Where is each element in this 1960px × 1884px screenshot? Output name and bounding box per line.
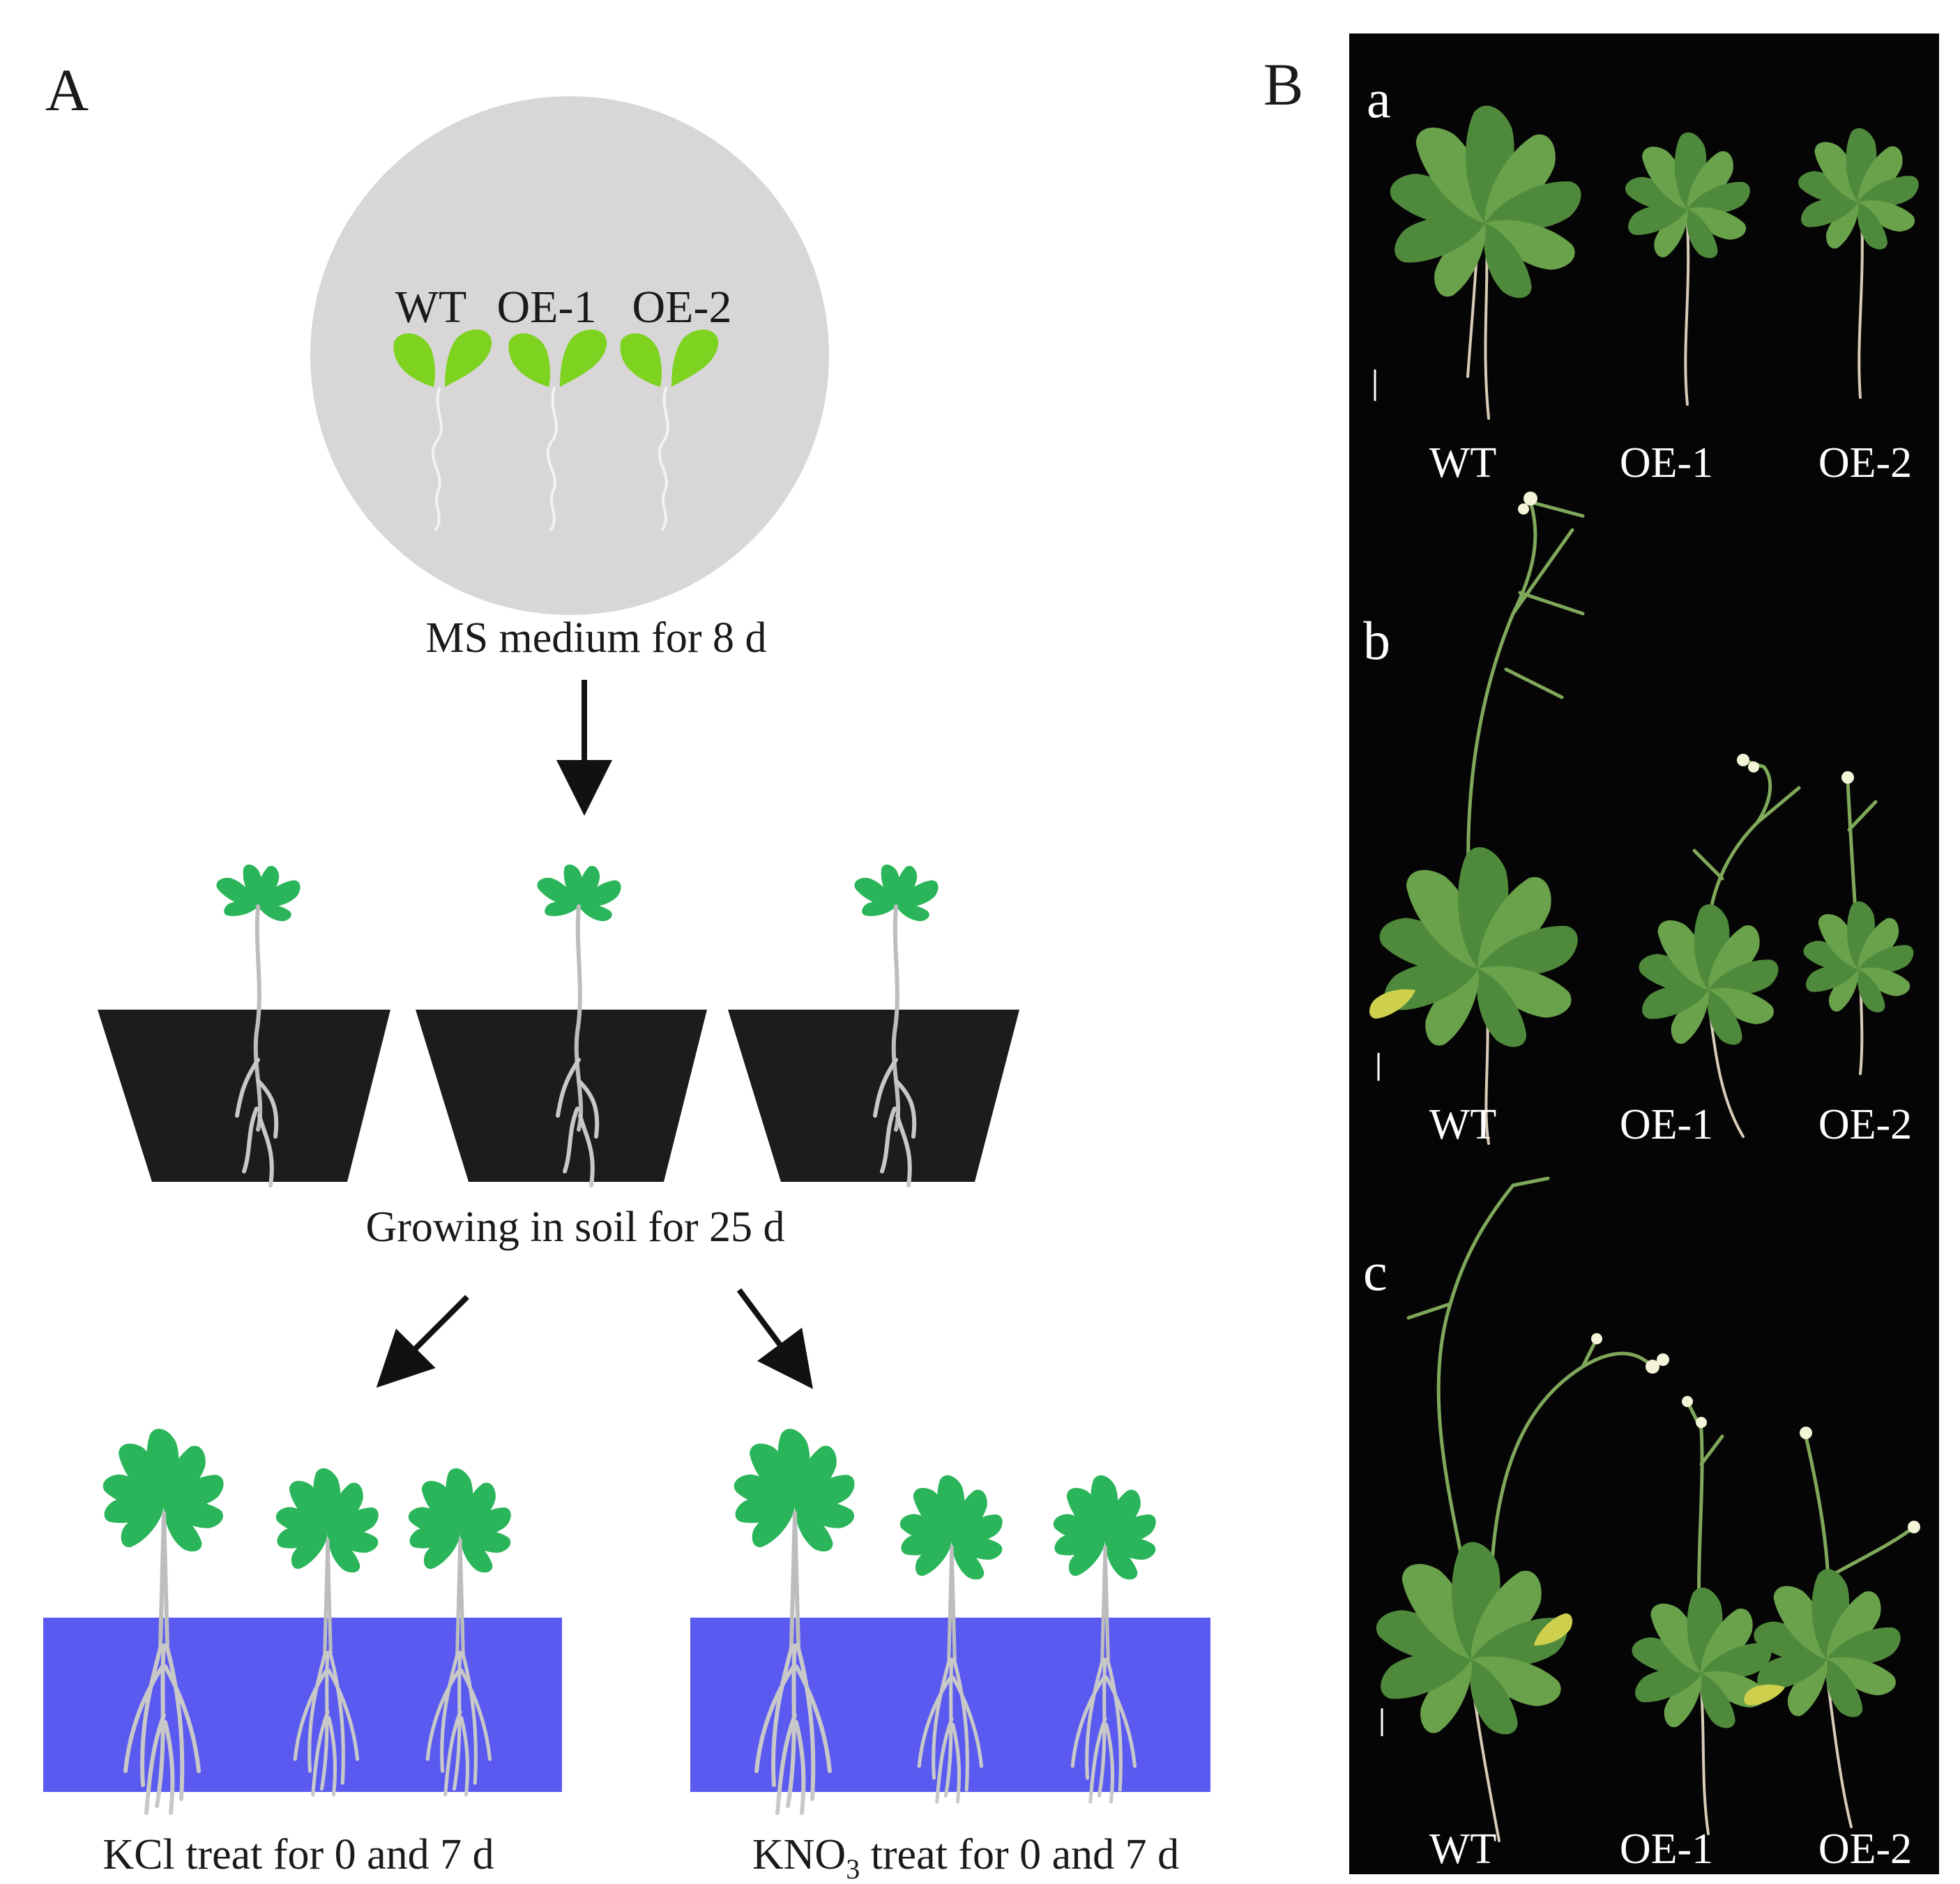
- photo-plant-b-wt: [1364, 492, 1586, 1145]
- subpanel-a-genotype-wt: WT: [1429, 439, 1496, 487]
- arrow-right-icon: [736, 1288, 813, 1390]
- kno3-caption: KNO3 treat for 0 and 7 d: [752, 1831, 1179, 1884]
- pot-3: [728, 1010, 1019, 1182]
- plate-genotype-oe2: OE-2: [632, 282, 732, 333]
- plate-genotype-oe1: OE-1: [497, 282, 597, 333]
- panel-b-label: B: [1263, 51, 1303, 118]
- photo-subpanel-c: c WT: [1363, 1176, 1920, 1873]
- kno3-treatment: [690, 1427, 1210, 1813]
- kcl-caption: KCl treat for 0 and 7 d: [102, 1831, 494, 1878]
- subpanel-c-label: c: [1363, 1241, 1388, 1302]
- photo-plant-c-oe1: [1628, 1396, 1777, 1835]
- kcl-treatment: [43, 1427, 562, 1813]
- pot-1: [98, 1010, 390, 1182]
- subpanel-c-genotype-oe2: OE-2: [1818, 1825, 1912, 1873]
- subpanel-b-label: b: [1363, 610, 1390, 671]
- photo-plant-a-wt: [1385, 106, 1588, 420]
- kcl-solution: [43, 1618, 562, 1792]
- plate-genotype-wt: WT: [395, 282, 467, 333]
- photo-plant-a-oe1: [1622, 132, 1755, 406]
- kno3-caption-subscript: 3: [846, 1853, 860, 1884]
- petri-plate: WT OE-1 OE-2: [310, 96, 829, 615]
- subpanel-a-genotype-oe2: OE-2: [1818, 439, 1912, 487]
- photo-plant-b-oe1: [1635, 754, 1801, 1138]
- subpanel-a-genotype-oe1: OE-1: [1620, 439, 1713, 487]
- photo-plant-c-wt: [1371, 1176, 1669, 1842]
- soil-caption: Growing in soil for 25 d: [365, 1203, 784, 1251]
- photo-plant-a-oe2: [1795, 128, 1923, 399]
- photo-plant-b-oe2: [1800, 771, 1917, 1075]
- kno3-caption-suffix: treat for 0 and 7 d: [860, 1831, 1179, 1878]
- subpanel-a-label: a: [1367, 68, 1391, 129]
- panel-a-label: A: [45, 56, 89, 123]
- photo-subpanel-a: a WT OE-1 OE-2: [1367, 68, 1923, 487]
- photo-subpanel-b: b WT OE-1 OE-2: [1363, 492, 1917, 1148]
- photo-plant-c-oe2: [1740, 1427, 1920, 1828]
- kno3-caption-prefix: KNO: [752, 1831, 846, 1878]
- subpanel-c-genotype-wt: WT: [1429, 1825, 1496, 1873]
- arrow-left-icon: [376, 1295, 469, 1388]
- subpanel-c-genotype-oe1: OE-1: [1620, 1825, 1713, 1873]
- subpanel-b-genotype-wt: WT: [1429, 1101, 1496, 1148]
- plate-caption: MS medium for 8 d: [425, 614, 766, 662]
- subpanel-b-genotype-oe2: OE-2: [1818, 1101, 1912, 1148]
- pots: [98, 862, 1019, 1185]
- subpanel-b-genotype-oe1: OE-1: [1620, 1101, 1713, 1148]
